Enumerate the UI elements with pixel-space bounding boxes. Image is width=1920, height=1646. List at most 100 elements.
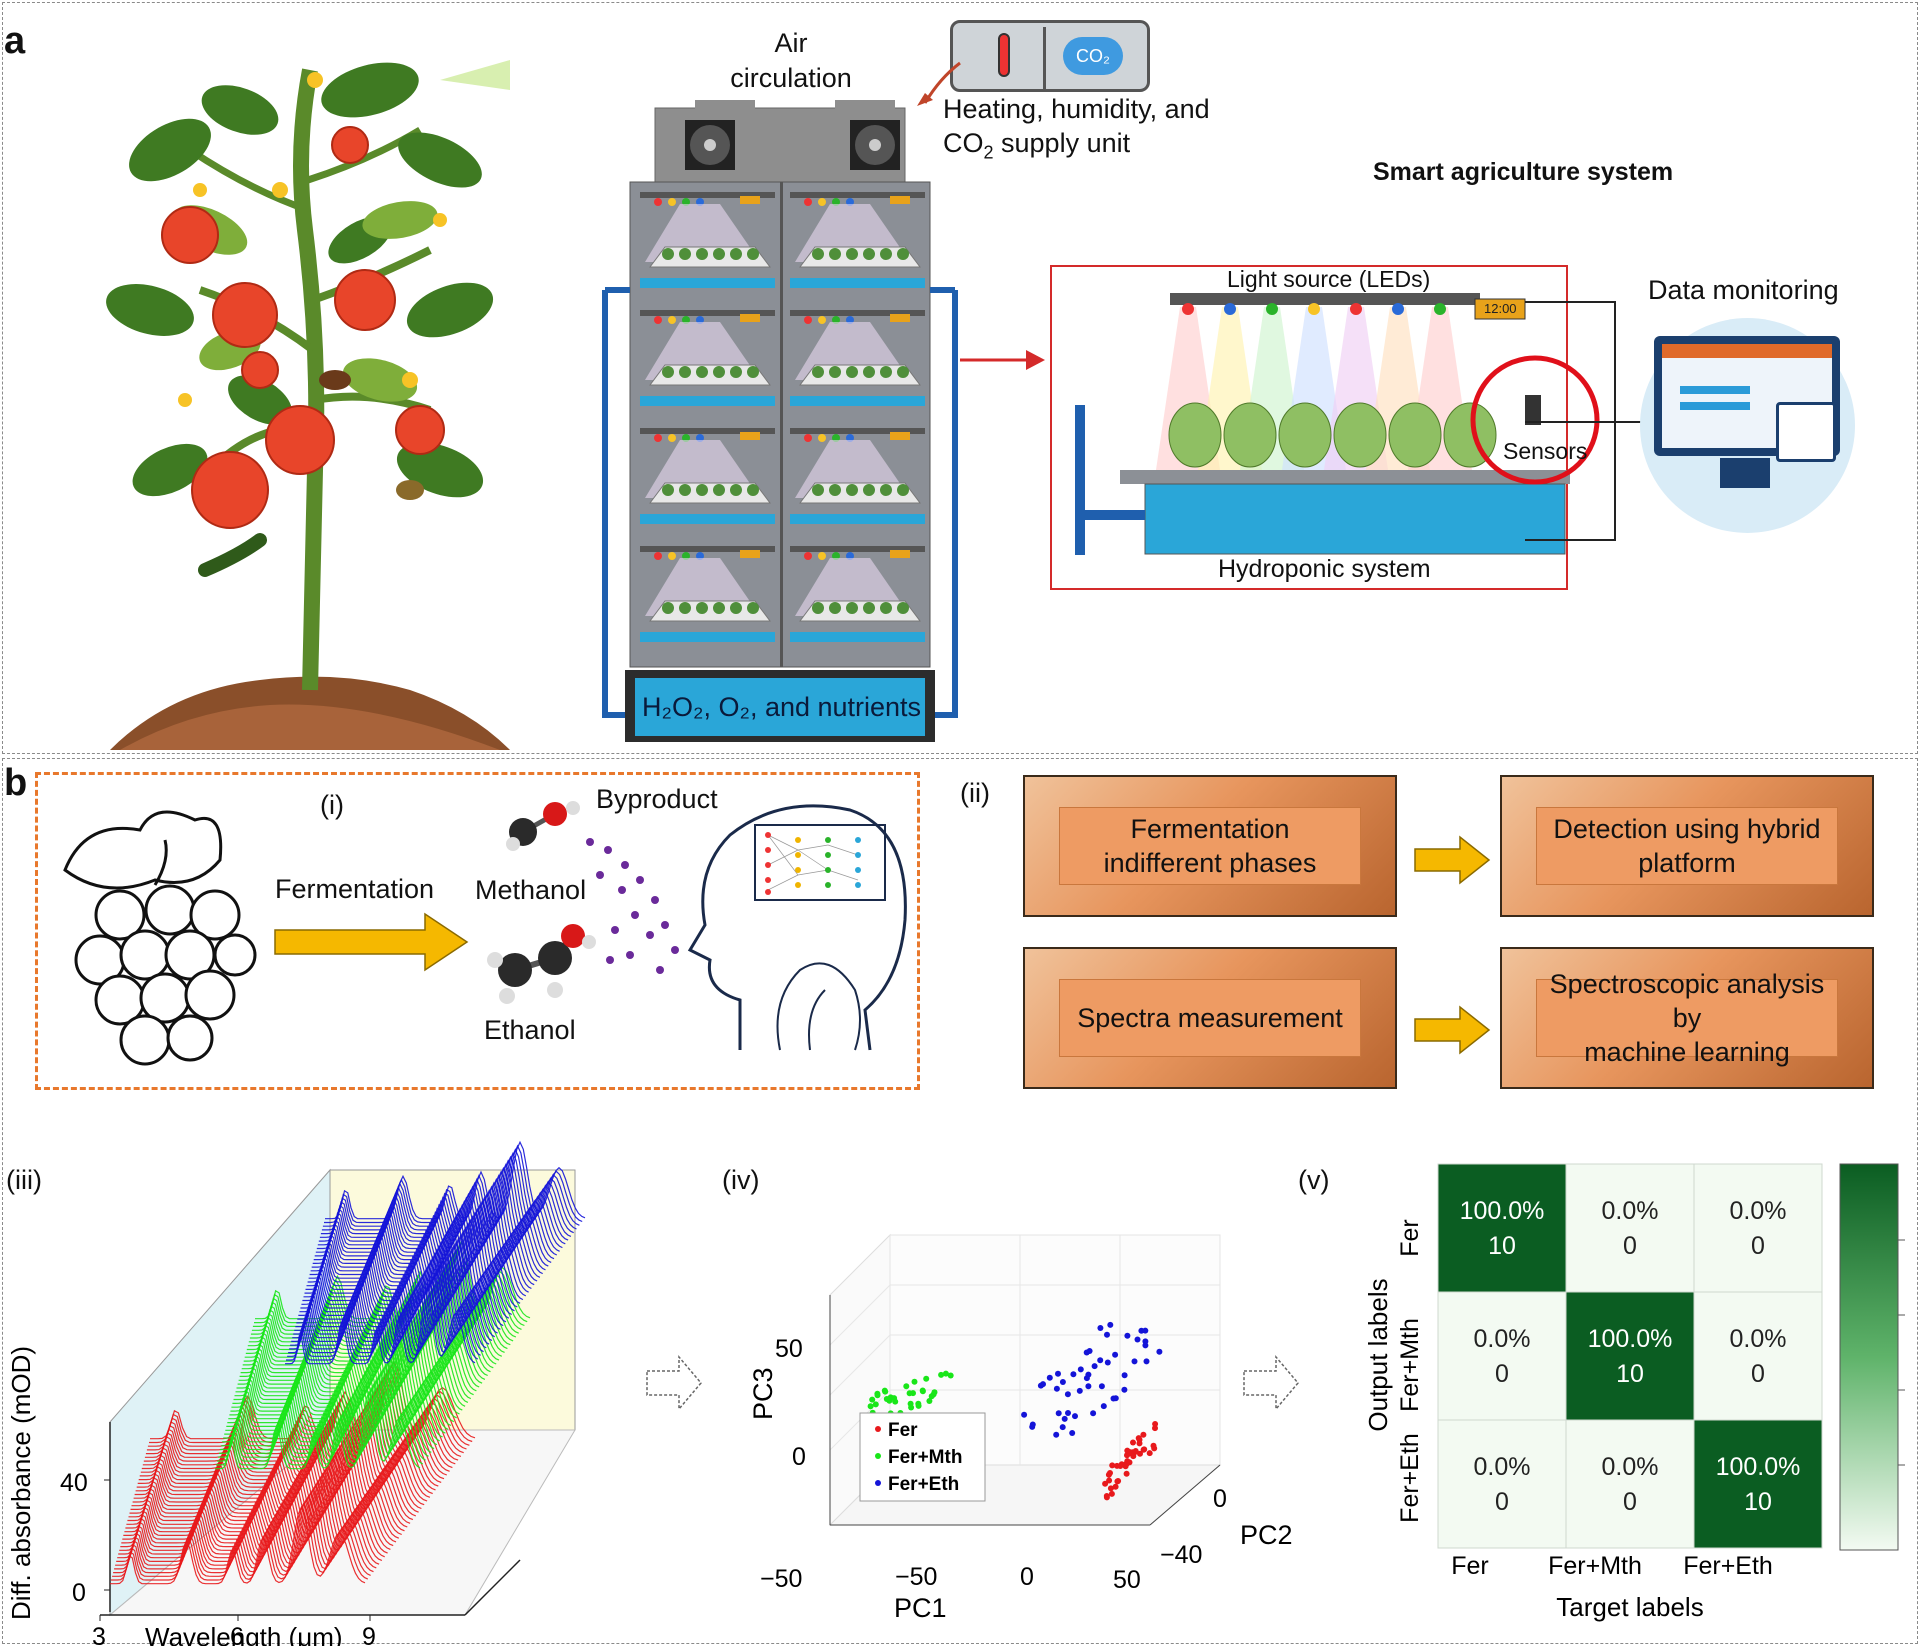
spectrum-line	[229, 1336, 460, 1416]
spectrum-line	[227, 1344, 455, 1424]
x-axis-label: Wavelength (μm)	[145, 1622, 343, 1646]
spectrum-line	[296, 1244, 507, 1324]
vapor-dots-icon	[586, 838, 679, 974]
spectrum-line	[122, 1461, 400, 1540]
pca-point	[1061, 1415, 1068, 1422]
cm-cell-count: 10	[1488, 1232, 1516, 1260]
rack-tier	[790, 310, 925, 406]
v-label: (v)	[1298, 1165, 1330, 1195]
spectrum-line	[147, 1368, 470, 1447]
vertical-farm-rack	[602, 100, 958, 742]
pca-point	[1069, 1430, 1076, 1436]
x-tick: −50	[895, 1563, 937, 1591]
pca-point	[1102, 1480, 1109, 1487]
spectrum-line	[216, 1386, 424, 1466]
pca-point	[1150, 1442, 1157, 1449]
spectrum-line	[111, 1502, 369, 1581]
rack-tier	[640, 428, 775, 524]
pca-point	[1065, 1410, 1071, 1416]
pca-point	[1138, 1327, 1145, 1334]
hydroponic-system-label: Hydroponic system	[1218, 555, 1431, 583]
cm-cell-percent: 0.0%	[1602, 1453, 1659, 1481]
spectrum-line	[310, 1192, 546, 1272]
spectrum-line	[286, 1281, 479, 1361]
supply-unit-sub: 2	[983, 142, 994, 163]
pca-point	[1121, 1372, 1128, 1379]
spectrum-line	[305, 1211, 532, 1290]
flow-box-text: Detection using hybrid platform	[1536, 807, 1838, 885]
flow-box-spectra-measurement: Spectra measurement	[1023, 947, 1397, 1089]
pca-point	[1107, 1470, 1113, 1476]
panel-b-border	[2, 758, 1918, 1644]
air-circulation-label: Air circulation	[730, 28, 852, 93]
pca-point	[1085, 1383, 1092, 1390]
spectrum-line	[285, 1285, 476, 1365]
spectrum-line	[137, 1405, 442, 1484]
clock-display: 12:00	[1484, 301, 1517, 316]
spectrum-line	[140, 1394, 450, 1473]
spectrum-line	[120, 1468, 394, 1548]
pca-point	[1124, 1458, 1131, 1465]
pca-point	[1112, 1483, 1119, 1490]
spectrum-line	[123, 1457, 402, 1536]
rack-tier	[790, 546, 925, 642]
cm-cell	[1565, 1163, 1695, 1293]
monitor-icon	[1640, 318, 1855, 533]
zoom-arrow-icon	[960, 350, 1045, 370]
confusion-matrix-chart: 100.0%100.0%00.0%00.0%0100.0%100.0%00.0%…	[1363, 1163, 1905, 1622]
x-tick: 0	[1020, 1563, 1034, 1591]
y-tick: 40	[60, 1469, 88, 1497]
spectrum-line	[223, 1359, 443, 1439]
thermometer-icon	[998, 33, 1010, 77]
led-icon	[1266, 303, 1278, 315]
hollow-arrow-icon	[646, 1354, 702, 1412]
pca-point	[1107, 1321, 1114, 1328]
ethanol-molecule-icon	[487, 924, 596, 1004]
spectrum-line	[301, 1226, 521, 1305]
x-tick: 3	[92, 1623, 106, 1646]
legend-label-fer: Fer	[888, 1420, 918, 1441]
cm-cell	[1437, 1419, 1567, 1549]
pca-point	[1053, 1431, 1060, 1438]
methanol-label: Methanol	[475, 875, 587, 905]
spectrum-line	[237, 1306, 483, 1385]
flow-box-fermentation-phases: Fermentation indifferent phases	[1023, 775, 1397, 917]
spectrum-line	[125, 1450, 408, 1529]
pca-point	[891, 1395, 898, 1402]
spectra-waterfall-chart: 0 40 3 6 9 Wavelength (μm) Diff. absorba…	[6, 1140, 586, 1646]
y-axis-label: PC3	[748, 1367, 778, 1420]
pca-point	[1124, 1447, 1131, 1454]
spectrum-line	[319, 1159, 572, 1238]
spectrum-line	[145, 1375, 464, 1455]
pca-point	[1055, 1370, 1061, 1377]
pca-point	[1124, 1332, 1131, 1339]
y-tick: 0	[792, 1443, 806, 1471]
y-category: Fer	[1396, 1219, 1424, 1257]
pca-point	[911, 1378, 918, 1385]
spectrum-line	[240, 1294, 491, 1374]
spectrum-line	[293, 1255, 498, 1335]
ii-label: (ii)	[960, 778, 990, 808]
spectrum-line	[146, 1372, 467, 1451]
pca-scatter-chart: 50 0 −50 −50 0 50 0 −40 PC1 PC2 PC3 Fer …	[748, 1233, 1293, 1623]
pca-point	[1156, 1348, 1163, 1355]
panel-a-letter: a	[4, 20, 26, 62]
pca-point	[1114, 1478, 1121, 1485]
spectrum-line	[300, 1229, 518, 1309]
rack-tier	[790, 192, 925, 288]
hydroponic-illustration	[1075, 293, 1600, 555]
spectrum-line	[324, 1144, 583, 1224]
pca-point	[1142, 1342, 1149, 1349]
spectrum-line	[295, 1248, 504, 1328]
cm-cell	[1693, 1419, 1823, 1549]
spectrum-line	[316, 1170, 563, 1250]
pca-point	[869, 1396, 876, 1403]
z-tick: −40	[1160, 1541, 1202, 1569]
sensors-label: Sensors	[1503, 438, 1588, 464]
spectrum-line	[139, 1398, 448, 1477]
spectrum-line	[131, 1427, 425, 1507]
z-tick: 0	[1213, 1485, 1227, 1513]
spectrum-line	[242, 1286, 497, 1366]
x-category: Fer	[1451, 1552, 1489, 1580]
pca-point	[1117, 1463, 1124, 1469]
